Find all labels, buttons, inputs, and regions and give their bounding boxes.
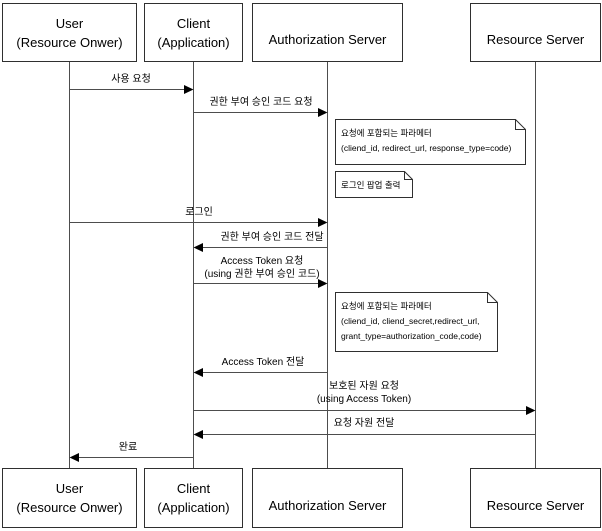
actor-sublabel: (Application) — [157, 500, 230, 515]
note-shape-auth-code-request-params — [335, 119, 526, 165]
message-label-login: 로그인 — [185, 207, 213, 218]
arrowhead-protected-resource-request — [526, 406, 536, 415]
message-label-auth-code-request: 권한 부여 승인 코드 요청 — [209, 97, 313, 108]
actor-label: User — [55, 481, 84, 496]
arrowhead-auth-code-request — [318, 108, 328, 117]
message-label-line1: 보호된 자원 요청 — [329, 381, 399, 392]
actor-box-authorization-server-top: Authorization Server — [252, 3, 403, 62]
note-text-login-popup: 로그인 팝업 출력 — [341, 178, 400, 193]
note-line: 요청에 포함되는 파라메터 — [341, 128, 432, 138]
message-label-line2: (using 권한 부여 승인 코드) — [204, 269, 320, 280]
note-shape-login-popup — [335, 171, 413, 198]
actor-sublabel: (Application) — [157, 34, 230, 50]
actor-sublabel: (Resource Onwer) — [16, 34, 123, 50]
arrowhead-use-request — [184, 85, 194, 94]
actor-label: Authorization Server — [268, 497, 387, 513]
arrowhead-access-token-deliver — [193, 368, 203, 377]
actor-box-client-top: Client (Application) — [144, 3, 243, 62]
note-line: (cliend_id, redirect_url, response_type=… — [341, 143, 512, 153]
message-label-auth-code-deliver: 권한 부여 승인 코드 전달 — [220, 232, 324, 243]
actor-label: User — [55, 15, 84, 31]
message-label-use-request: 사용 요청 — [111, 74, 151, 85]
actor-label: Authorization Server — [268, 32, 387, 47]
note-fold-access-token-request-params — [487, 292, 498, 303]
note-line: grant_type=authorization_code,code) — [341, 331, 482, 341]
actor-label: Resource Server — [486, 497, 585, 513]
arrowhead-auth-code-deliver — [193, 243, 203, 252]
actor-box-resource-server-bottom: Resource Server — [470, 468, 601, 528]
message-label-line1: Access Token 요청 — [220, 256, 304, 267]
actor-box-resource-server-top: Resource Server — [470, 3, 601, 62]
note-shape-access-token-request-params — [335, 292, 498, 352]
note-text-auth-code-request-params: 요청에 포함되는 파라메터 (cliend_id, redirect_url, … — [341, 126, 511, 156]
actor-label: Client — [176, 15, 211, 31]
note-text-access-token-request-params: 요청에 포함되는 파라메터 (cliend_id, cliend_secret,… — [341, 299, 482, 344]
arrowhead-requested-resource-deliver — [193, 430, 203, 439]
actor-label: Resource Server — [486, 32, 585, 47]
note-fold-login-popup — [404, 171, 413, 180]
message-label-access-token-request: Access Token 요청 (using 권한 부여 승인 코드) — [204, 255, 319, 281]
note-line: 요청에 포함되는 파라메터 — [341, 301, 432, 311]
actor-box-client-bottom: Client (Application) — [144, 468, 243, 528]
message-label-line2: (using Access Token) — [316, 394, 412, 405]
arrowhead-done — [69, 453, 79, 462]
message-label-done: 완료 — [118, 442, 138, 453]
arrowhead-access-token-request — [318, 279, 328, 288]
actor-sublabel: (Resource Onwer) — [16, 500, 123, 515]
message-label-requested-resource-deliver: 요청 자원 전달 — [333, 418, 395, 429]
message-label-access-token-deliver: Access Token 전달 — [221, 357, 305, 368]
note-line: 로그인 팝업 출력 — [341, 180, 401, 190]
note-line: (cliend_id, cliend_secret,redirect_url, — [341, 316, 480, 326]
message-label-protected-resource-request: 보호된 자원 요청 (using Access Token) — [317, 380, 411, 406]
actor-box-user-top: User (Resource Onwer) — [2, 3, 137, 62]
actor-label: Client — [176, 481, 211, 496]
arrowhead-login — [318, 218, 328, 227]
actor-box-user-bottom: User (Resource Onwer) — [2, 468, 137, 528]
actor-box-authorization-server-bottom: Authorization Server — [252, 468, 403, 528]
note-fold-auth-code-request-params — [515, 119, 526, 130]
